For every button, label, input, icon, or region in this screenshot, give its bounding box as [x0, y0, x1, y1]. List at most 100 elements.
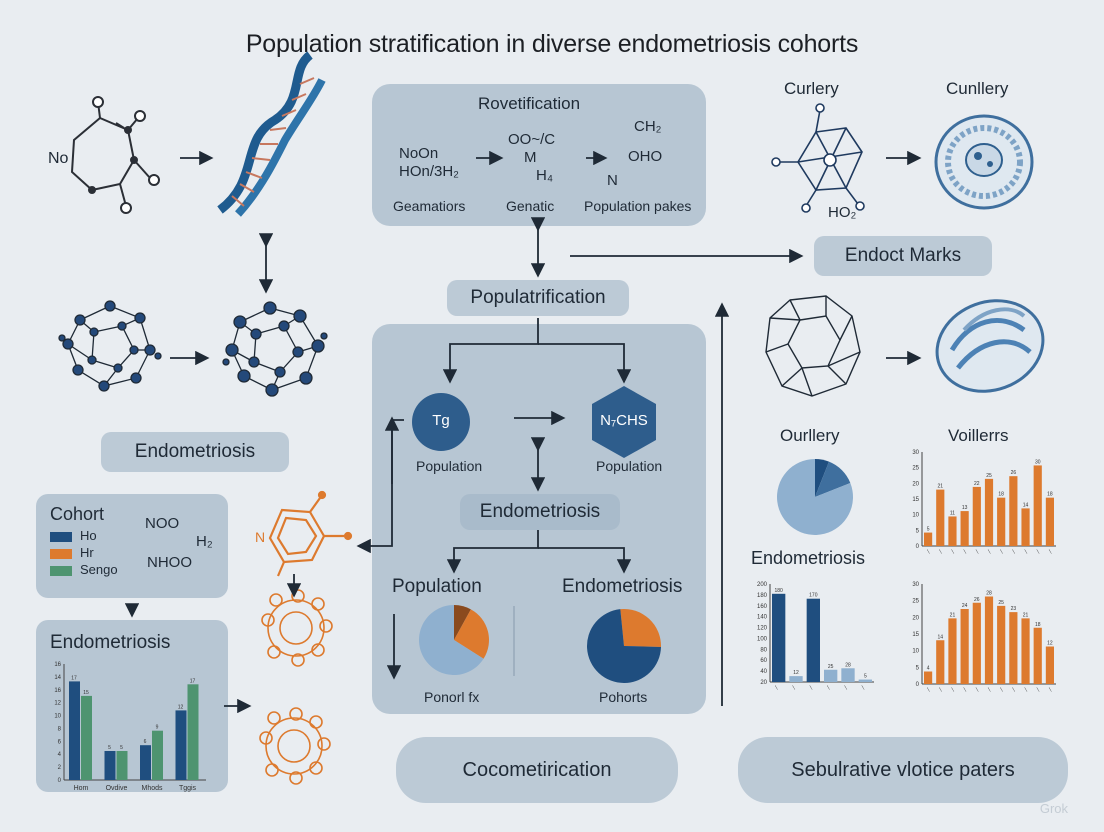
x-tick-mark: ― [949, 548, 957, 555]
x-tick-mark: ― [949, 686, 957, 693]
top-panel-title: Rovetification [478, 94, 581, 113]
chem-block-1: NoOn HOn/3H₂ [399, 145, 460, 180]
bar [772, 593, 786, 682]
x-tick-mark: ― [936, 548, 944, 555]
bar [960, 609, 969, 684]
x-tick-mark: ― [961, 548, 969, 555]
y-tick-label: 16 [54, 662, 61, 668]
x-tick-mark: ― [772, 684, 780, 691]
y-tick-label: 15 [912, 497, 919, 503]
bar-value-label: 6 [144, 739, 147, 745]
bar [81, 695, 92, 780]
x-tick-mark: ― [1010, 548, 1018, 555]
y-tick-label: 10 [912, 513, 919, 519]
genatic-label: Genatic [506, 198, 555, 214]
bar [1009, 612, 1018, 684]
y-tick-label: 0 [916, 682, 920, 688]
x-tick-mark: ― [807, 684, 815, 691]
center-population-title: Population [392, 576, 482, 597]
bar [116, 751, 128, 780]
x-tick-mark: ― [924, 686, 932, 693]
bar-value-label: 18 [1035, 622, 1041, 628]
bar [1021, 508, 1030, 546]
bar-value-label: 18 [1047, 492, 1053, 498]
y-tick-label: 8 [58, 726, 62, 732]
pie-slice [620, 609, 661, 647]
bar-value-label: 28 [845, 662, 851, 668]
bar [104, 751, 116, 780]
center-endometriosis-title: Endometriosis [562, 576, 683, 597]
y-tick-label: 20 [912, 481, 919, 487]
y-tick-label: 10 [912, 649, 919, 655]
bar-value-label: 26 [974, 597, 980, 603]
bar-value-label: 14 [1023, 502, 1029, 508]
orange-cluster-bottom-icon [259, 707, 331, 785]
bar [1045, 497, 1054, 546]
bar-value-label: 24 [962, 603, 968, 609]
x-tick-mark: ― [1034, 686, 1042, 693]
bar [972, 486, 981, 546]
x-tick-mark: ― [936, 686, 944, 693]
tg-population-label: Population [416, 458, 483, 474]
x-tick-mark: ― [1046, 548, 1054, 555]
y-tick-label: 30 [912, 582, 919, 588]
endometriosis-pie-chart [587, 609, 661, 684]
ho2-label: HO₂ [828, 204, 857, 221]
cohort-chem-2: H₂ [196, 533, 213, 550]
bar [69, 681, 80, 780]
sebulrative-tag: Sebulrative vlotice paters [738, 737, 1068, 803]
left-molecule-icon [70, 96, 160, 214]
bar [1021, 618, 1030, 684]
bar [960, 511, 969, 546]
bar-value-label: 26 [1011, 470, 1017, 476]
populatrification-tag: Populatrification [447, 280, 629, 316]
pie-slice [815, 461, 851, 497]
voillerrs-bar-chart: 3025201510505―21―11―13―22―25―18―26―14―30… [912, 450, 1056, 555]
x-tick-mark: ― [961, 686, 969, 693]
legend-swatch-ho [50, 531, 72, 542]
bar [924, 532, 933, 546]
bar-value-label: 4 [927, 666, 930, 672]
x-tick-mark: ― [1010, 686, 1018, 693]
bar-value-label: 13 [962, 505, 968, 511]
cohort-panel [36, 494, 228, 598]
population-pakes-label: Population pakes [584, 198, 692, 214]
tg-node-label: Tg [432, 412, 450, 429]
x-tick-mark: ― [1022, 548, 1030, 555]
y-tick-label: 40 [760, 669, 767, 675]
x-tick-mark: ― [985, 548, 993, 555]
x-tick-label: Ovdive [106, 785, 128, 792]
y-tick-label: 80 [760, 647, 767, 653]
right-endometriosis-title: Endometriosis [751, 548, 866, 568]
ourllery-title: Ourllery [780, 426, 840, 445]
y-tick-label: 16 [54, 688, 61, 694]
chem-block-2: OO~/C M H₄ [508, 131, 556, 184]
x-tick-mark: ― [997, 548, 1005, 555]
y-tick-label: 2 [58, 765, 62, 771]
y-tick-label: 120 [757, 626, 768, 632]
pie-slice [815, 459, 829, 497]
bar-value-label: 21 [950, 612, 956, 618]
branch-to-tg [442, 318, 539, 384]
network-molecule-icon [771, 103, 865, 213]
tg-node [412, 393, 470, 451]
bar-value-label: 14 [937, 634, 943, 640]
branch-to-population [446, 530, 539, 574]
bar-value-label: 18 [998, 492, 1004, 498]
page-title: Population stratification in diverse end… [245, 30, 859, 58]
bar [948, 516, 957, 546]
pie-slice [419, 605, 484, 676]
y-tick-label: 20 [760, 680, 767, 686]
bar [997, 497, 1006, 546]
y-tick-label: 6 [58, 739, 62, 745]
x-tick-mark: ― [1022, 686, 1030, 693]
bar-value-label: 9 [156, 725, 159, 731]
x-tick-label: Tggis [179, 785, 197, 792]
bar [858, 679, 872, 682]
bar [948, 618, 957, 684]
branch-to-n7chs [538, 343, 632, 384]
y-tick-label: 5 [916, 665, 920, 671]
curlery-title: Curlery [784, 79, 839, 98]
y-tick-label: 5 [916, 528, 920, 534]
x-tick-mark: ― [859, 684, 867, 691]
